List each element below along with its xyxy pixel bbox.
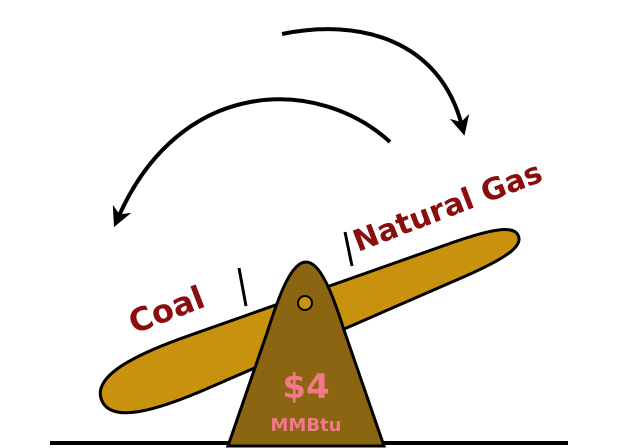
price-unit: MMBtu <box>271 415 342 436</box>
clockwise-arrow <box>281 27 470 136</box>
price-value: $4 <box>282 367 329 407</box>
pivot-pin <box>297 295 313 311</box>
counterclockwise-arrow <box>112 97 392 228</box>
fulcrum <box>225 260 387 448</box>
natural-gas-marker <box>343 231 354 267</box>
coal-marker <box>237 267 248 307</box>
